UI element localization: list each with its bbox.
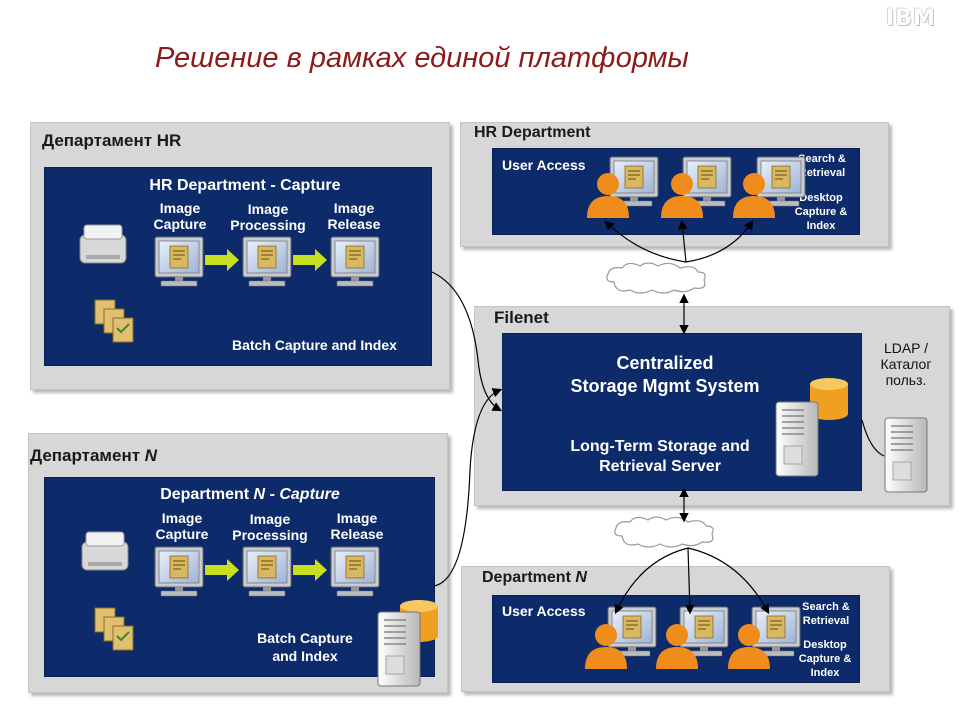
n-capture-title: Department N - Capture	[160, 486, 340, 503]
connector-hr-user3	[685, 220, 754, 263]
n-capture-monitor-icon	[154, 546, 204, 597]
connector-n-user1	[614, 547, 689, 615]
hr-user-2-icon	[661, 156, 732, 218]
n-processing-monitor-icon	[242, 546, 292, 597]
hr-flow-arrow-2	[293, 249, 327, 271]
n-server-icon	[377, 611, 421, 687]
ibm-logo: IBM	[886, 6, 936, 31]
hr-search-label: Search &Retrieval	[798, 153, 846, 179]
connector-n-user2	[684, 547, 695, 615]
panel-hr-label: Департамент HR	[42, 131, 182, 150]
connector-n-to-filenet	[433, 388, 503, 587]
n-user-3-icon	[728, 606, 801, 669]
network-cloud-top-icon	[606, 262, 706, 294]
connector-n-user3	[687, 547, 770, 615]
n-release-monitor-icon	[330, 546, 380, 597]
n-flow-arrow-2	[293, 559, 327, 581]
hr-flow-arrow-1	[205, 249, 239, 271]
page-title: Решение в рамках единой платформы	[155, 42, 689, 74]
n-scanner-icon	[81, 531, 129, 571]
n-user-access-label: User Access	[502, 603, 586, 619]
n-flow-arrow-1	[205, 559, 239, 581]
n-search-label: Search &Retrieval	[802, 601, 850, 627]
ldap-connector	[861, 419, 885, 457]
hr-batch-label: Batch Capture and Index	[232, 337, 397, 353]
storage-server-icon	[775, 401, 819, 477]
hr-capture-title: HR Department - Capture	[149, 177, 341, 194]
connector-hr-user1	[604, 220, 687, 263]
panel-hr-right-label: HR Department	[474, 124, 591, 141]
hr-scanner-icon	[79, 224, 127, 264]
hr-processing-monitor-icon	[242, 236, 292, 287]
network-cloud-bottom-icon	[614, 516, 714, 548]
hr-documents-icon	[94, 299, 134, 343]
panel-filenet-label: Filenet	[494, 308, 549, 327]
hr-user-3-icon	[733, 156, 806, 218]
n-user-1-icon	[585, 606, 657, 669]
n-user-2-icon	[656, 606, 729, 669]
panel-n-right-label: Department N	[482, 569, 587, 586]
hr-capture-monitor-icon	[154, 236, 204, 287]
n-documents-icon	[94, 607, 134, 651]
connector-hr-to-filenet	[431, 271, 503, 412]
panel-n-label: Департамент N	[30, 446, 158, 465]
hr-release-monitor-icon	[330, 236, 380, 287]
connector-hr-user2	[677, 219, 688, 263]
hr-user-1-icon	[587, 156, 659, 218]
ldap-server-icon	[884, 417, 928, 493]
hr-user-access-label: User Access	[502, 157, 586, 173]
